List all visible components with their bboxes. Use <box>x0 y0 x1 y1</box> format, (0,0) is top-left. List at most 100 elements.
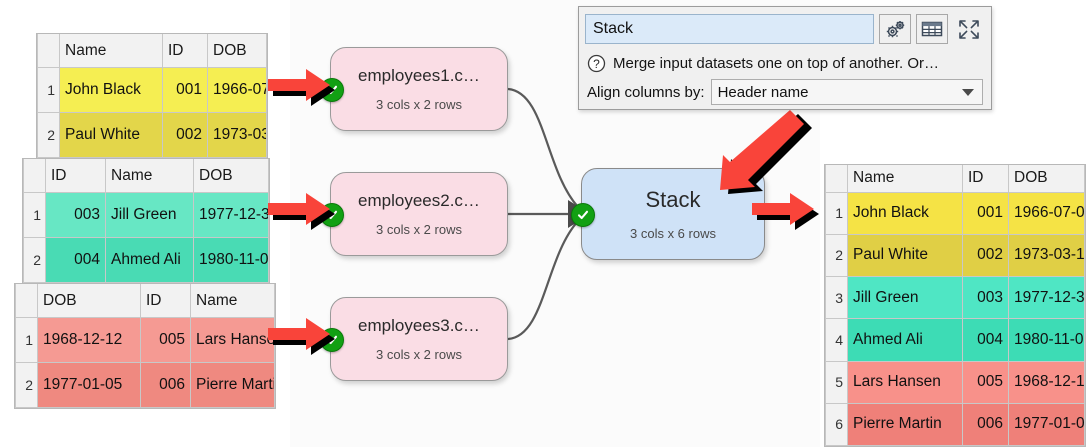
node-employees2[interactable]: employees2.c… 3 cols x 2 rows <box>320 172 508 256</box>
row-number: 2 <box>15 362 38 408</box>
cell-name[interactable]: Ahmed Ali <box>847 318 963 362</box>
column-header-name[interactable]: Name <box>190 284 275 319</box>
svg-text:?: ? <box>593 57 600 71</box>
chevron-down-icon[interactable] <box>962 89 974 96</box>
settings-gears-icon[interactable] <box>879 14 911 44</box>
align-columns-select[interactable]: Header name <box>710 79 983 105</box>
table-row[interactable]: 1 003 Jill Green 1977-12-30 <box>23 192 269 239</box>
align-columns-value: Header name <box>717 83 809 101</box>
cell-dob[interactable]: 1977-01-05 <box>37 362 141 408</box>
node-subtitle: 3 cols x 2 rows <box>376 222 462 237</box>
column-header-name[interactable]: Name <box>105 159 194 194</box>
cell-id[interactable]: 005 <box>140 317 191 364</box>
cell-dob[interactable]: 1977-01-05 <box>1008 402 1085 447</box>
row-header-corner <box>23 159 46 194</box>
cell-dob[interactable]: 1968-12-12 <box>1008 360 1085 404</box>
cell-name[interactable]: John Black <box>59 67 163 114</box>
cell-dob[interactable]: 1977-12-30 <box>193 192 269 239</box>
item-name-input[interactable]: Stack <box>585 14 874 44</box>
cell-name[interactable]: Ahmed Ali <box>105 237 194 283</box>
cell-id[interactable]: 004 <box>45 237 106 283</box>
row-number: 6 <box>825 402 848 447</box>
panel-toolbar: Stack <box>585 13 985 45</box>
cell-name[interactable]: Pierre Martin <box>190 362 275 408</box>
properties-panel[interactable]: Stack <box>578 6 992 110</box>
row-number: 2 <box>37 112 60 158</box>
cell-name[interactable]: Jill Green <box>105 192 194 239</box>
table-row[interactable]: 6 Pierre Martin 006 1977-01-05 <box>825 402 1085 447</box>
table-row[interactable]: 1 1968-12-12 005 Lars Hansen <box>15 317 275 364</box>
status-ok-icon <box>571 203 595 227</box>
cell-name[interactable]: Paul White <box>847 233 963 278</box>
cell-name[interactable]: John Black <box>847 191 963 235</box>
cell-name[interactable]: Lars Hansen <box>190 317 275 364</box>
column-header-name[interactable]: Name <box>59 34 163 69</box>
node-employees1[interactable]: employees1.c… 3 cols x 2 rows <box>320 47 508 131</box>
column-header-dob[interactable]: DOB <box>193 159 269 194</box>
table-row[interactable]: 5 Lars Hansen 005 1968-12-12 <box>825 360 1085 404</box>
cell-id[interactable]: 002 <box>962 233 1009 278</box>
cell-id[interactable]: 001 <box>162 67 208 114</box>
input-table-employees3[interactable]: DOB ID Name 1 1968-12-12 005 Lars Hansen… <box>14 283 276 409</box>
cell-dob[interactable]: 1966-07-01 <box>207 67 267 114</box>
table-row[interactable]: 4 Ahmed Ali 004 1980-11-05 <box>825 318 1085 362</box>
column-header-id[interactable]: ID <box>962 165 1009 193</box>
align-columns-row: Align columns by: Header name <box>587 79 983 105</box>
cell-id[interactable]: 001 <box>962 191 1009 235</box>
input-table-employees2[interactable]: ID Name DOB 1 003 Jill Green 1977-12-30 … <box>22 158 270 284</box>
cell-id[interactable]: 005 <box>962 360 1009 404</box>
cell-dob[interactable]: 1980-11-05 <box>193 237 269 283</box>
expand-icon[interactable] <box>953 14 985 44</box>
table-row[interactable]: 1 John Black 001 1966-07-01 <box>37 67 267 114</box>
cell-name[interactable]: Paul White <box>59 112 163 158</box>
column-header-id[interactable]: ID <box>140 284 191 319</box>
column-header-dob[interactable]: DOB <box>207 34 267 69</box>
node-subtitle: 3 cols x 2 rows <box>376 97 462 112</box>
node-subtitle: 3 cols x 6 rows <box>630 226 716 241</box>
column-header-dob[interactable]: DOB <box>37 284 141 319</box>
column-header-id[interactable]: ID <box>162 34 208 69</box>
table-grid-icon[interactable] <box>916 14 948 44</box>
row-number: 4 <box>825 318 848 362</box>
panel-description-text: Merge input datasets one on top of anoth… <box>613 54 940 72</box>
table-row[interactable]: 2 004 Ahmed Ali 1980-11-05 <box>23 237 269 283</box>
cell-dob[interactable]: 1977-12-30 <box>1008 276 1085 320</box>
cell-id[interactable]: 002 <box>162 112 208 158</box>
row-number: 1 <box>23 192 46 239</box>
row-number: 3 <box>825 276 848 320</box>
node-subtitle: 3 cols x 2 rows <box>376 347 462 362</box>
cell-dob[interactable]: 1973-03-11 <box>207 112 267 158</box>
row-number: 1 <box>15 317 38 364</box>
cell-dob[interactable]: 1968-12-12 <box>37 317 141 364</box>
cell-dob[interactable]: 1980-11-05 <box>1008 318 1085 362</box>
node-title: Stack <box>645 187 701 212</box>
table-row[interactable]: 1 John Black 001 1966-07-01 <box>825 191 1085 235</box>
row-number: 2 <box>23 237 46 283</box>
cell-id[interactable]: 003 <box>962 276 1009 320</box>
cell-dob[interactable]: 1973-03-11 <box>1008 233 1085 278</box>
cell-id[interactable]: 003 <box>45 192 106 239</box>
table-row[interactable]: 2 Paul White 002 1973-03-11 <box>825 233 1085 278</box>
annotation-arrow-output <box>752 190 828 238</box>
annotation-arrow-right-2 <box>268 190 344 238</box>
cell-name[interactable]: Jill Green <box>847 276 963 320</box>
node-employees3[interactable]: employees3.c… 3 cols x 2 rows <box>320 297 508 381</box>
column-header-name[interactable]: Name <box>847 165 963 193</box>
cell-id[interactable]: 006 <box>962 402 1009 447</box>
align-columns-label: Align columns by: <box>587 83 705 101</box>
row-header-corner <box>37 34 60 69</box>
cell-id[interactable]: 004 <box>962 318 1009 362</box>
output-table-stack-result[interactable]: Name ID DOB 1 John Black 001 1966-07-01 … <box>824 164 1086 447</box>
table-row[interactable]: 3 Jill Green 003 1977-12-30 <box>825 276 1085 320</box>
table-row[interactable]: 2 1977-01-05 006 Pierre Martin <box>15 362 275 408</box>
cell-name[interactable]: Pierre Martin <box>847 402 963 447</box>
help-icon[interactable]: ? <box>587 54 606 73</box>
column-header-id[interactable]: ID <box>45 159 106 194</box>
cell-dob[interactable]: 1966-07-01 <box>1008 191 1085 235</box>
table-row[interactable]: 2 Paul White 002 1973-03-11 <box>37 112 267 158</box>
input-table-employees1[interactable]: Name ID DOB 1 John Black 001 1966-07-01 … <box>36 33 268 159</box>
row-header-corner <box>825 165 848 193</box>
cell-name[interactable]: Lars Hansen <box>847 360 963 404</box>
cell-id[interactable]: 006 <box>140 362 191 408</box>
column-header-dob[interactable]: DOB <box>1008 165 1085 193</box>
